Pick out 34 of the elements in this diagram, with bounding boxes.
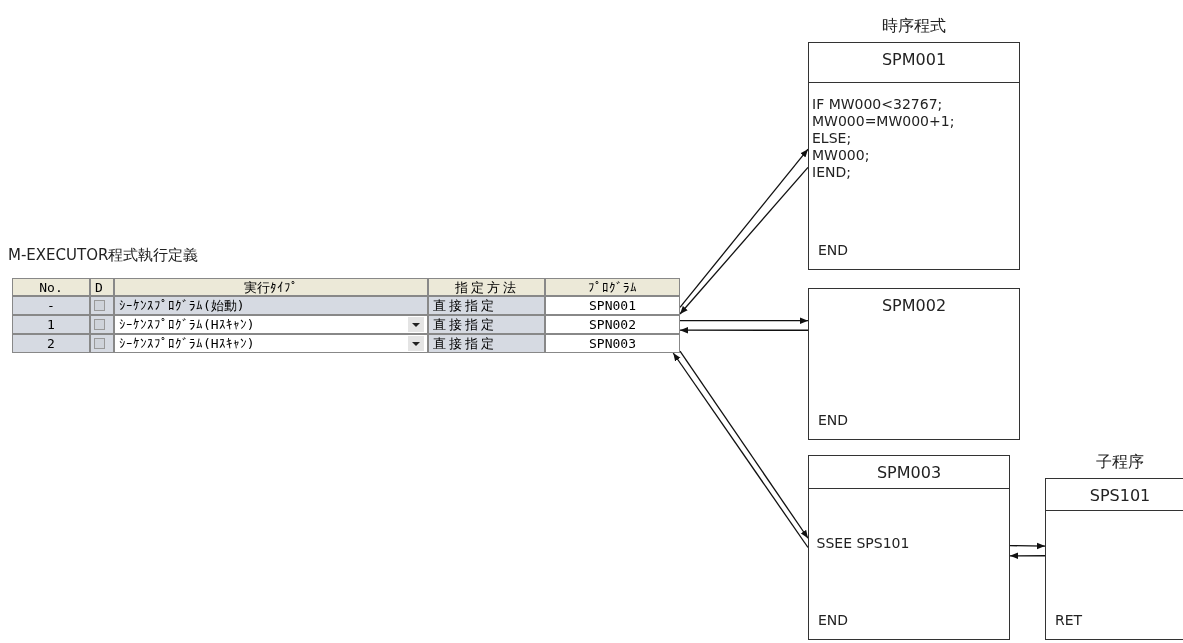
box-title: 子程序 xyxy=(1095,452,1145,473)
end-statement: END xyxy=(818,612,849,628)
code-text: SSEE SPS101 xyxy=(815,535,911,552)
column-header: 指定方法 xyxy=(428,278,545,296)
column-header: ﾌﾟﾛｸﾞﾗﾑ xyxy=(545,278,680,296)
end-statement: END xyxy=(818,412,849,428)
table-cell: ｼｰｹﾝｽﾌﾟﾛｸﾞﾗﾑ(始動) xyxy=(114,296,428,315)
column-header: D xyxy=(90,278,114,296)
table-cell: 直接指定 xyxy=(428,315,545,334)
table-title: M-EXECUTOR程式執行定義 xyxy=(8,246,199,265)
table-cell: 直接指定 xyxy=(428,334,545,353)
arrow xyxy=(1009,542,1046,550)
table-cell: - xyxy=(12,296,90,315)
column-header: 実行ﾀｲﾌﾟ xyxy=(114,278,428,296)
end-statement: END xyxy=(818,242,849,258)
program-name: SPM002 xyxy=(880,296,948,315)
box-title: 時序程式 xyxy=(881,16,947,37)
table-cell: 2 xyxy=(12,334,90,353)
program-name: SPS101 xyxy=(1088,486,1152,505)
program-name: SPM003 xyxy=(875,463,943,482)
program-cell: SPN003 xyxy=(545,334,680,353)
code-text: IF MW000<32767; MW000=MW000+1; ELSE; MW000; IEND; xyxy=(812,96,955,181)
table-cell: ｼｰｹﾝｽﾌﾟﾛｸﾞﾗﾑ(Hｽｷｬﾝ) xyxy=(114,315,428,334)
arrow xyxy=(679,327,809,334)
table-cell: 1 xyxy=(12,315,90,334)
program-cell: SPN001 xyxy=(545,296,680,315)
table-cell: ｼｰｹﾝｽﾌﾟﾛｸﾞﾗﾑ(Hｽｷｬﾝ) xyxy=(114,334,428,353)
arrow xyxy=(1009,552,1046,559)
program-name: SPM001 xyxy=(880,50,948,69)
end-statement: RET xyxy=(1055,612,1083,628)
program-cell: SPN002 xyxy=(545,315,680,334)
table-cell: 直接指定 xyxy=(428,296,545,315)
column-header: No. xyxy=(12,278,90,296)
arrow xyxy=(679,317,809,324)
